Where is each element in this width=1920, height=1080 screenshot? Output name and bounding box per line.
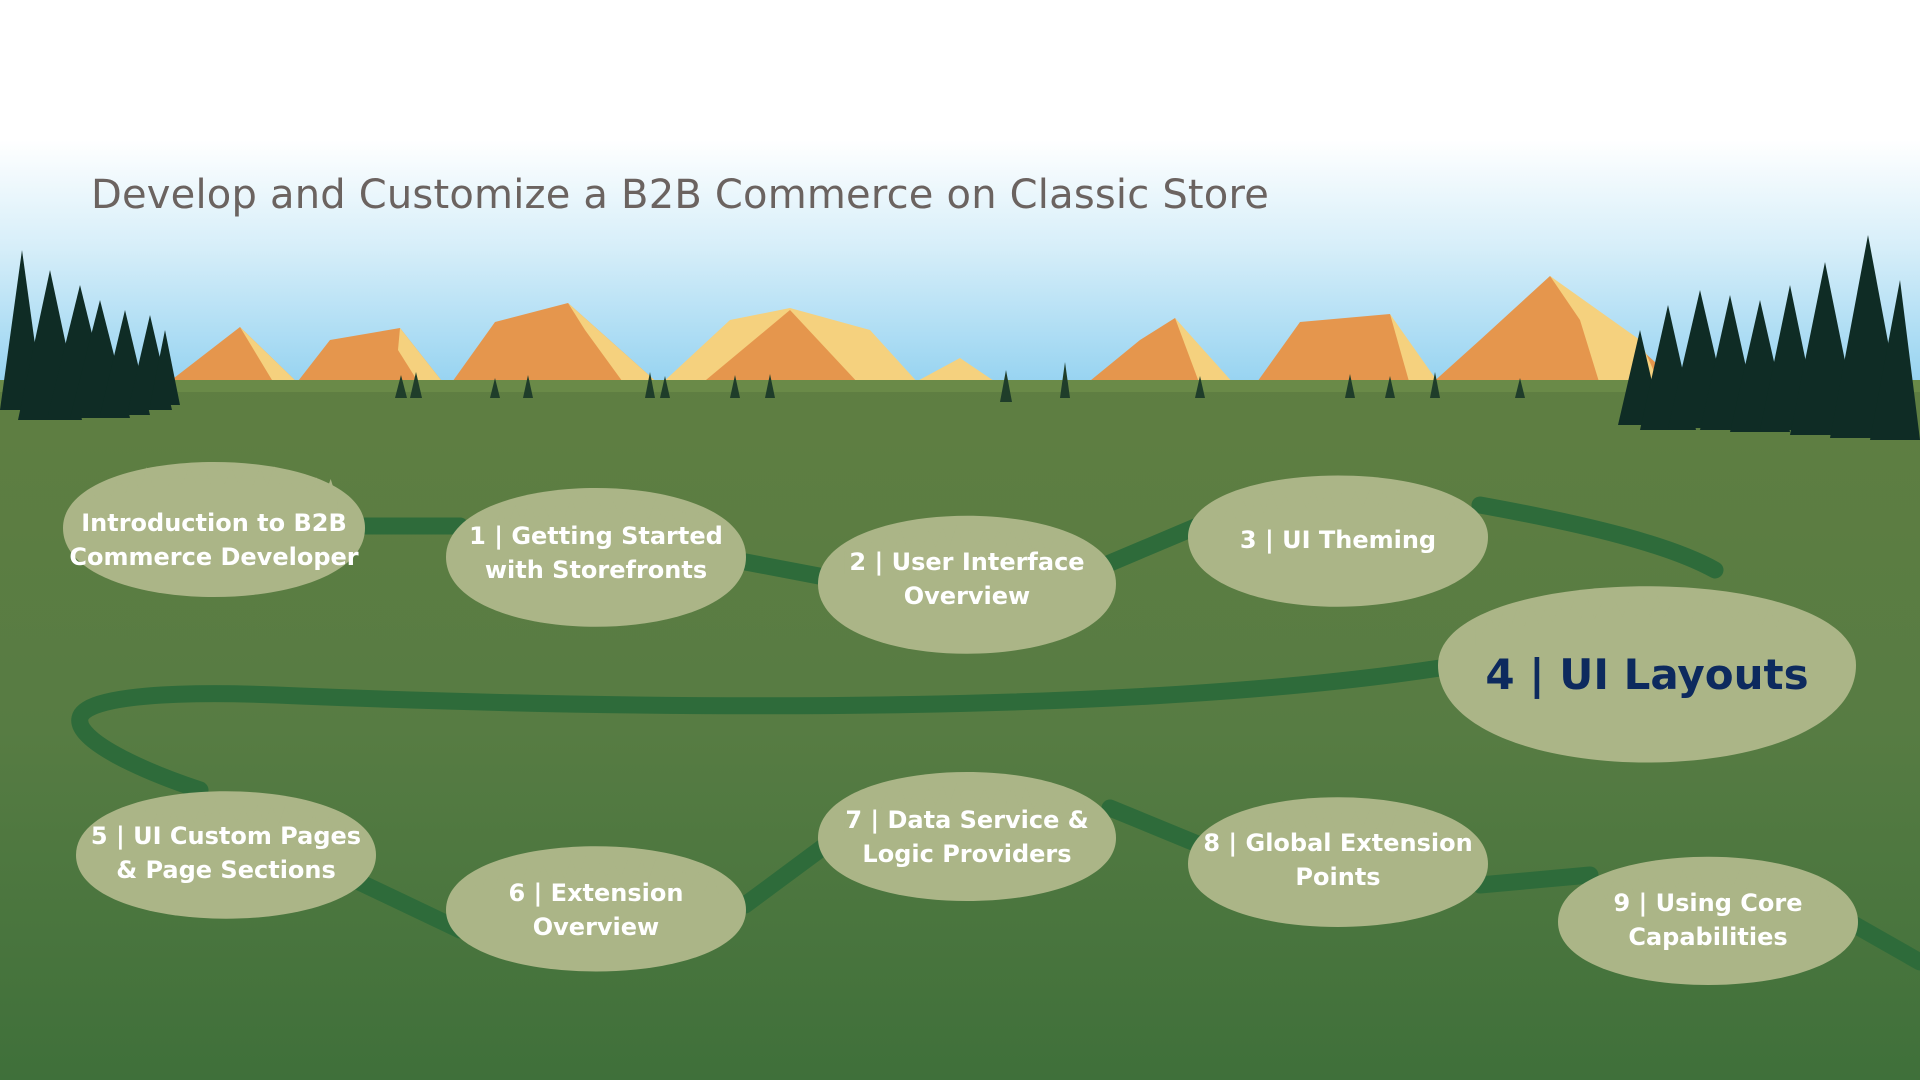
node-intro-label[interactable]: Introduction to B2B Commerce Developer [63,470,365,610]
node-5-label[interactable]: 5 | UI Custom Pages & Page Sections [76,783,376,923]
bush-grass-fringe [103,801,349,850]
bush-grass-fringe [1475,595,1819,645]
node-7-label[interactable]: 7 | Data Service & Logic Providers [818,767,1116,907]
node-3-label[interactable]: 3 | UI Theming [1188,470,1488,610]
bush-grass-fringe [844,525,1090,574]
node-8-line2: Points [1295,863,1381,891]
right-tree-cluster [1618,235,1920,440]
node-2-line2: Overview [903,582,1031,610]
bush-grass-fringe [1215,806,1461,855]
bush-grass-fringes [90,463,1831,915]
node-1-line2: with Storefronts [484,556,708,584]
bush-grass-fringe [473,856,719,905]
node-6-line1: 6 | Extension [508,879,684,907]
horizon-trees [395,362,1525,402]
bush-grass-fringe [90,463,338,512]
node-intro-line2: Commerce Developer [69,543,359,571]
node-7-line1: 7 | Data Service & [845,806,1089,834]
node-9-line1: 9 | Using Core [1613,889,1803,917]
learning-path [71,496,1920,971]
node-2-line1: 2 | User Interface [849,548,1085,576]
node-9-line2: Capabilities [1628,923,1788,951]
node-5-line2: & Page Sections [116,856,336,884]
node-6-line2: Overview [532,913,660,941]
mountains [165,276,1680,385]
node-3-line1: 3 | UI Theming [1239,526,1437,554]
page-title: Develop and Customize a B2B Commerce on … [91,172,1270,218]
node-intro-line1: Introduction to B2B [81,509,347,537]
node-4-label[interactable]: 4 | UI Layouts [1438,605,1856,745]
node-1-line1: 1 | Getting Started [469,522,723,550]
node-5-line1: 5 | UI Custom Pages [90,822,362,850]
node-1-label[interactable]: 1 | Getting Started with Storefronts [446,483,746,623]
bush-grass-fringe [1585,866,1831,915]
node-8-line1: 8 | Global Extension [1203,829,1473,857]
node-4-line1: 4 | UI Layouts [1485,650,1809,699]
bush-grass-fringe [844,783,1090,832]
left-tree-cluster [0,250,180,420]
node-7-line2: Logic Providers [862,840,1072,868]
bush-grass-fringe [1215,486,1461,535]
bush-grass-fringe [473,496,719,545]
